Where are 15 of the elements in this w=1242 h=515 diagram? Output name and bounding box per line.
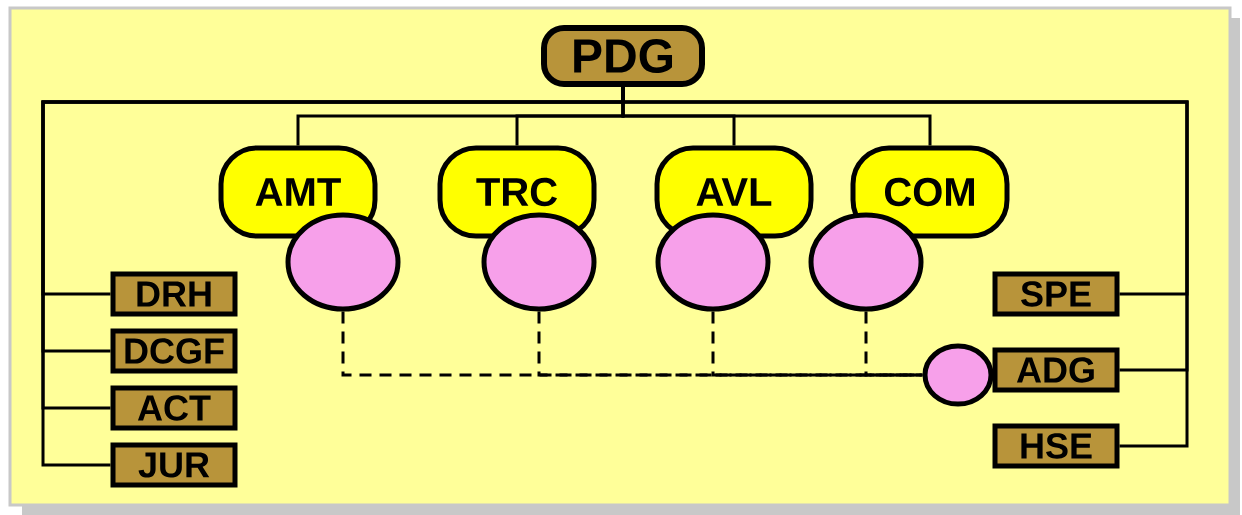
- staff-box: ACT: [110, 385, 238, 431]
- ellipse: [481, 212, 597, 312]
- staff-box: HSE: [992, 423, 1120, 469]
- staff-box: SPE: [992, 271, 1120, 317]
- ellipse: [285, 212, 401, 312]
- director-box: PDG: [541, 25, 705, 87]
- ellipse: [808, 212, 924, 312]
- staff-box: DRH: [110, 271, 238, 317]
- connector-line: [621, 87, 1189, 448]
- staff-box: DCGF: [110, 328, 238, 374]
- ellipse: [655, 212, 771, 312]
- dashed-connector: [537, 311, 923, 377]
- staff-box: ADG: [992, 347, 1120, 393]
- dashed-connector: [711, 311, 923, 377]
- staff-box: JUR: [110, 442, 238, 488]
